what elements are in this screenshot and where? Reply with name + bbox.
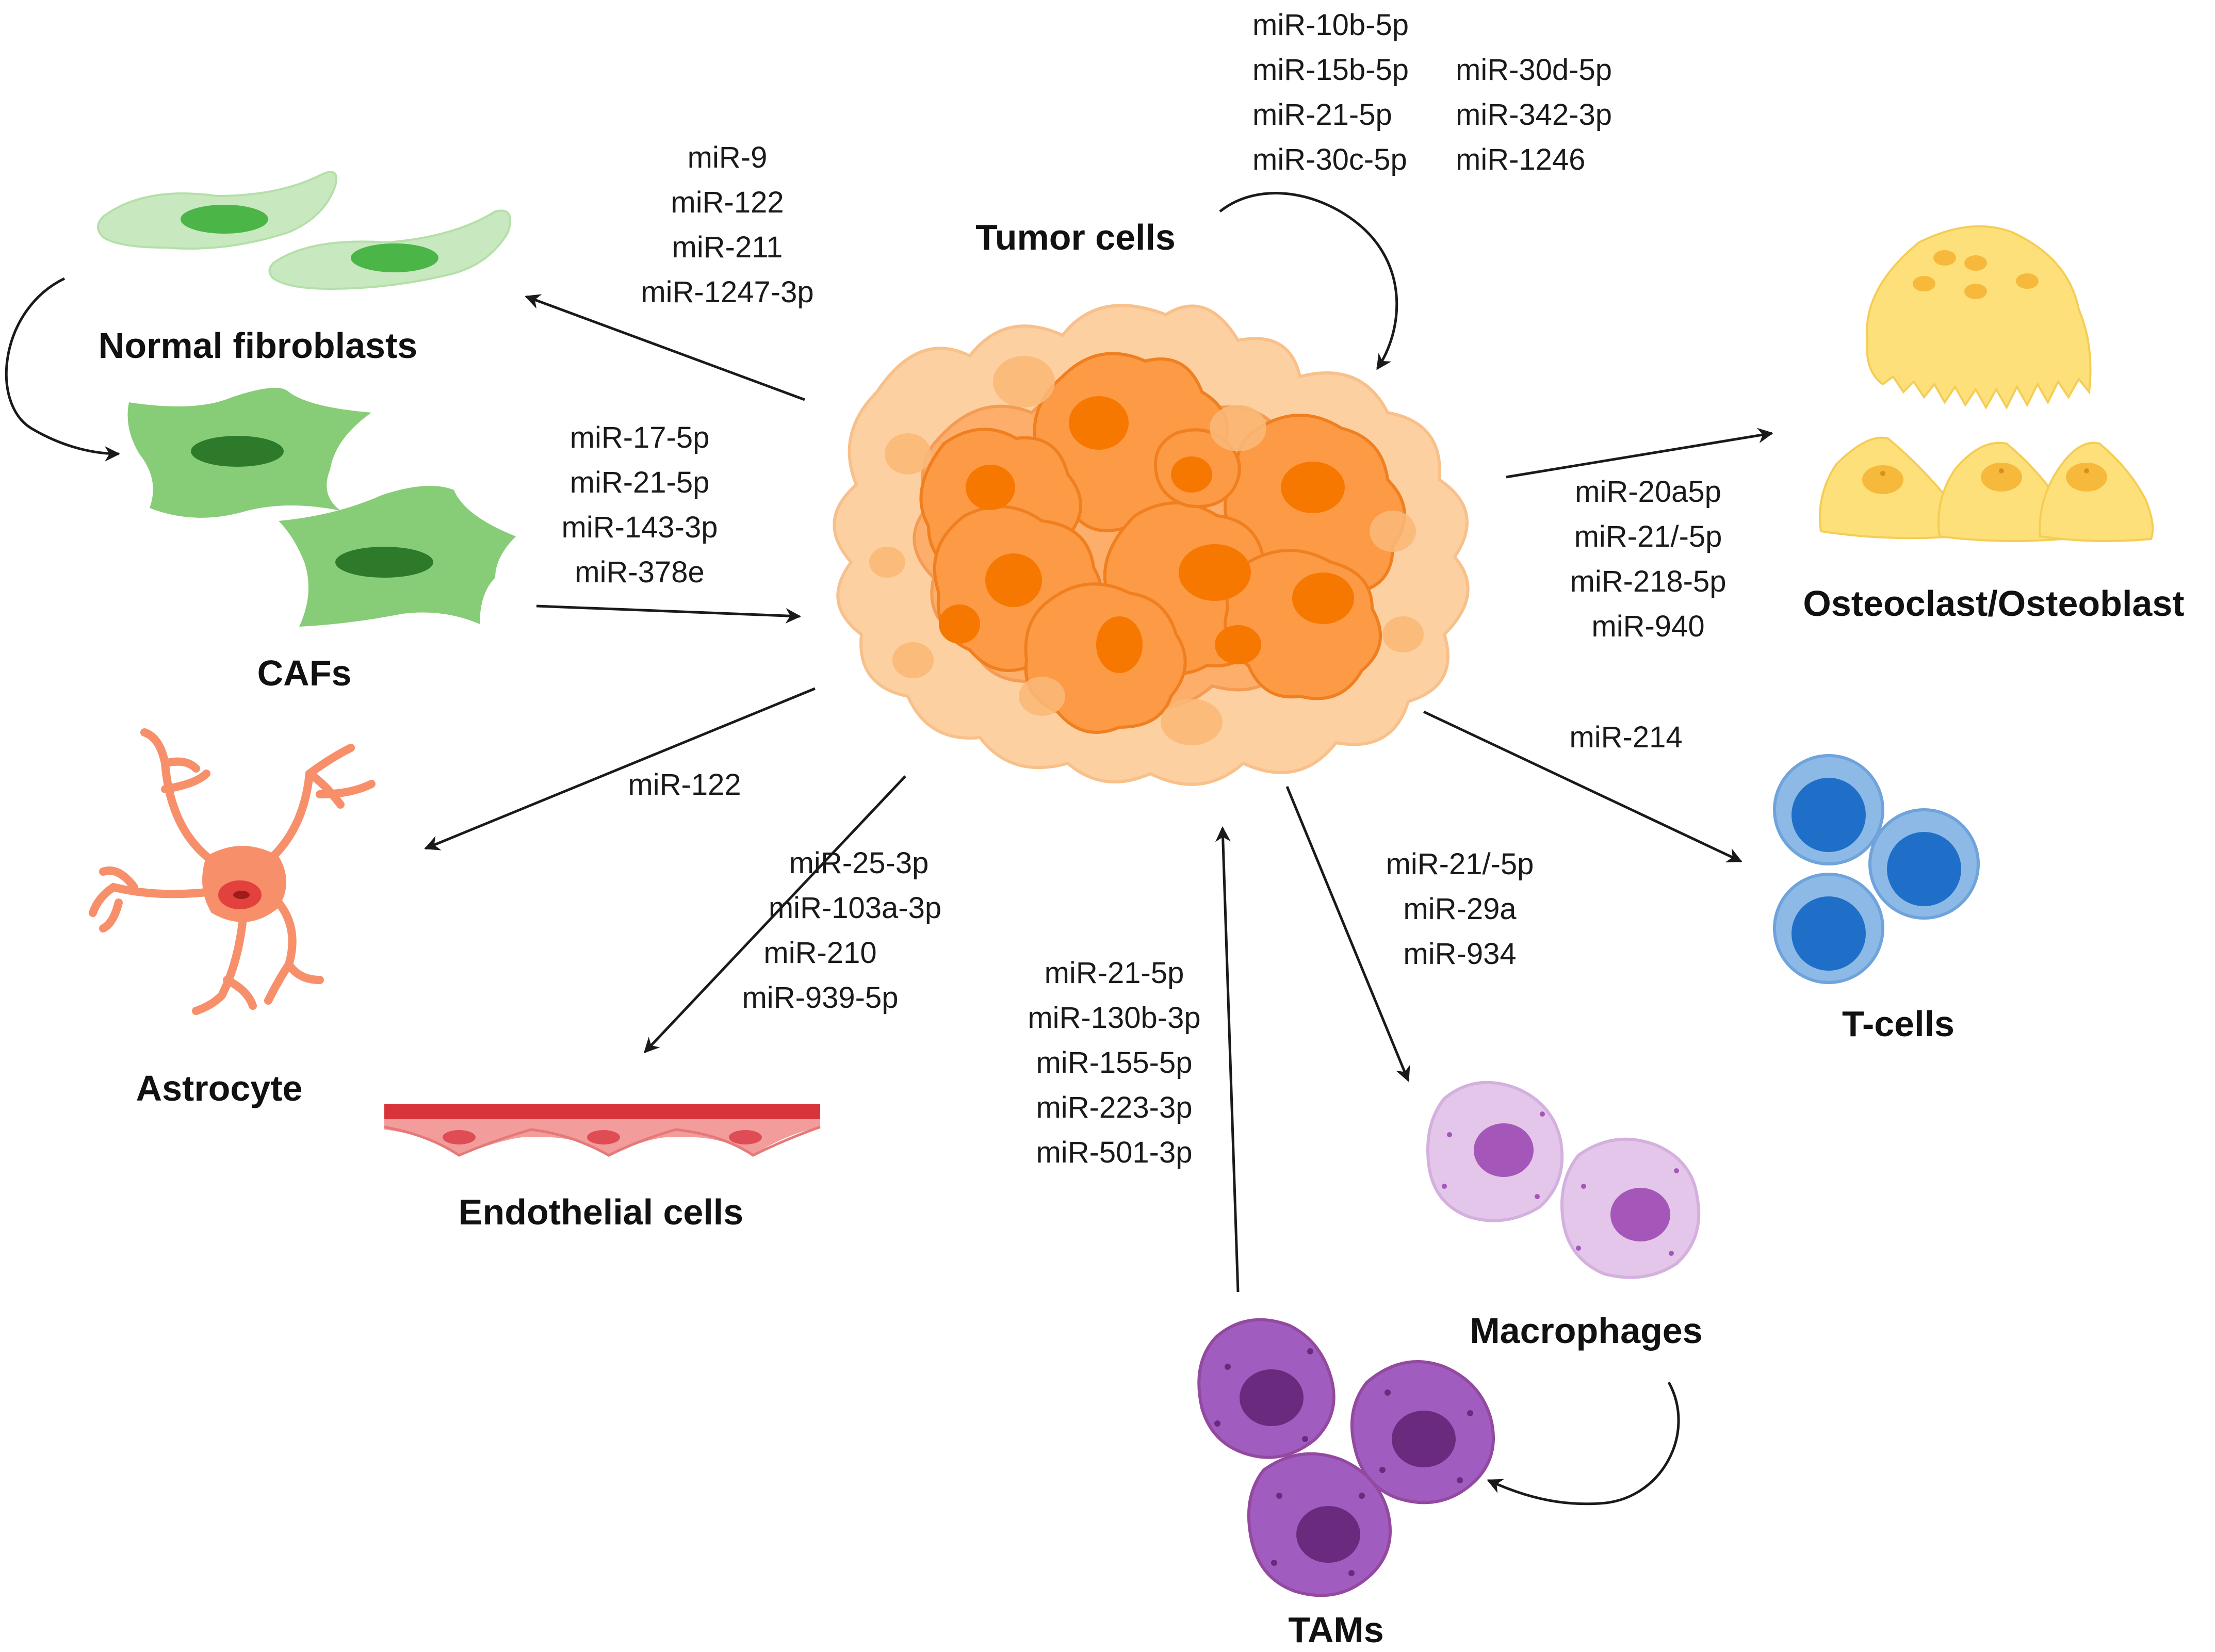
- macrophages-illustration: [1426, 1081, 1701, 1279]
- mirna-list-self-col1: miR-10b-5p miR-15b-5p miR-21-5p miR-30c-…: [1252, 3, 1409, 182]
- mirna-item: miR-342-3p: [1456, 98, 1612, 132]
- t-cells-illustration: [1773, 754, 1980, 984]
- mirna-item: miR-378e: [575, 555, 705, 589]
- mirna-list-from-cafs: miR-17-5p miR-21-5p miR-143-3p miR-378e: [562, 415, 718, 595]
- mirna-item: miR-25-3p: [789, 846, 929, 880]
- mirna-item: miR-29a: [1403, 892, 1517, 926]
- label-tumor-cells: Tumor cells: [975, 217, 1176, 257]
- arrow-from-cafs: [536, 604, 801, 624]
- mirna-item: miR-21-5p: [1252, 98, 1392, 132]
- mirna-item: miR-21-5p: [569, 466, 710, 499]
- mirna-list-to-fibroblasts: miR-9 miR-122 miR-211 miR-1247-3p: [641, 135, 813, 315]
- tams-illustration: [1197, 1318, 1495, 1597]
- mirna-item: miR-15b-5p: [1252, 53, 1409, 87]
- mirna-item: miR-20a5p: [1575, 475, 1721, 509]
- mirna-item: miR-10b-5p: [1252, 8, 1409, 42]
- osteo-illustration: [1819, 225, 2154, 542]
- mirna-item: miR-103a-3p: [768, 891, 942, 925]
- mirna-item: miR-122: [628, 768, 741, 802]
- label-astrocyte: Astrocyte: [136, 1068, 303, 1108]
- arrow-from-tams: [1215, 826, 1240, 1293]
- mirna-list-to-tcells: miR-214: [1569, 715, 1682, 760]
- mirna-item: miR-1247-3p: [641, 275, 814, 309]
- mirna-item: miR-9: [687, 141, 768, 174]
- mirna-item: miR-1246: [1456, 143, 1586, 176]
- arrow-fibroblast-to-caf: [5, 277, 120, 462]
- arrow-tumor-self: [1219, 192, 1398, 370]
- label-macrophages: Macrophages: [1470, 1311, 1703, 1351]
- mirna-item: miR-218-5p: [1570, 565, 1727, 598]
- mirna-list-to-macrophages: miR-21/-5p miR-29a miR-934: [1386, 842, 1534, 976]
- arrow-macrophage-to-tam: [1487, 1381, 1680, 1506]
- label-endothelial-cells: Endothelial cells: [458, 1192, 744, 1232]
- endothelial-cells-illustration: [384, 1104, 821, 1157]
- mirna-item: miR-21/-5p: [1386, 847, 1534, 881]
- mirna-item: miR-155-5p: [1036, 1046, 1193, 1079]
- normal-fibroblasts-illustration: [97, 171, 511, 290]
- arrow-to-macrophages: [1285, 786, 1410, 1082]
- mirna-item: miR-934: [1403, 937, 1517, 971]
- mirna-item: miR-223-3p: [1036, 1091, 1193, 1124]
- mirna-item: miR-17-5p: [569, 421, 710, 454]
- label-normal-fibroblasts: Normal fibroblasts: [98, 325, 418, 366]
- label-osteoclast-osteoblast: Osteoclast/Osteoblast: [1803, 583, 2185, 624]
- mirna-item: miR-143-3p: [561, 511, 718, 544]
- mirna-item: miR-210: [763, 936, 877, 970]
- arrow-to-fibroblasts: [525, 294, 805, 401]
- mirna-item: miR-21/-5p: [1574, 520, 1722, 553]
- tumor-cells-illustration: [833, 304, 1470, 786]
- arrow-to-endothelial: [643, 775, 906, 1054]
- arrow-to-tcells: [1423, 710, 1742, 863]
- label-tams: TAMs: [1288, 1610, 1384, 1650]
- mirna-item: miR-122: [671, 186, 784, 219]
- arrow-to-osteo: [1506, 428, 1773, 479]
- mirna-item: miR-939-5p: [742, 981, 899, 1015]
- astrocyte-illustration: [89, 728, 376, 1015]
- mirna-item: miR-501-3p: [1036, 1136, 1193, 1169]
- mirna-item: miR-130b-3p: [1028, 1001, 1201, 1035]
- mirna-list-to-endothelial: miR-25-3p miR-103a-3p miR-210 miR-939-5p: [699, 841, 941, 1020]
- astrocyte-body: [202, 846, 286, 922]
- mirna-list-self-col2: miR-30d-5p miR-342-3p miR-1246: [1456, 47, 1612, 182]
- mirna-item: miR-30d-5p: [1456, 53, 1612, 87]
- mirna-list-to-osteo: miR-20a5p miR-21/-5p miR-218-5p miR-940: [1570, 469, 1727, 649]
- label-cafs: CAFs: [257, 653, 352, 693]
- label-t-cells: T-cells: [1842, 1004, 1955, 1044]
- mirna-item: miR-21-5p: [1044, 956, 1184, 990]
- mirna-item: miR-214: [1569, 721, 1683, 754]
- cafs-illustration: [127, 388, 516, 627]
- arrow-to-astrocyte: [424, 687, 816, 850]
- mirna-list-from-tams: miR-21-5p miR-130b-3p miR-155-5p miR-223…: [1028, 951, 1200, 1175]
- mirna-item: miR-211: [672, 231, 783, 264]
- mirna-list-to-astrocyte: miR-122: [628, 762, 741, 807]
- mirna-item: miR-940: [1591, 610, 1705, 643]
- mirna-item: miR-30c-5p: [1252, 143, 1407, 176]
